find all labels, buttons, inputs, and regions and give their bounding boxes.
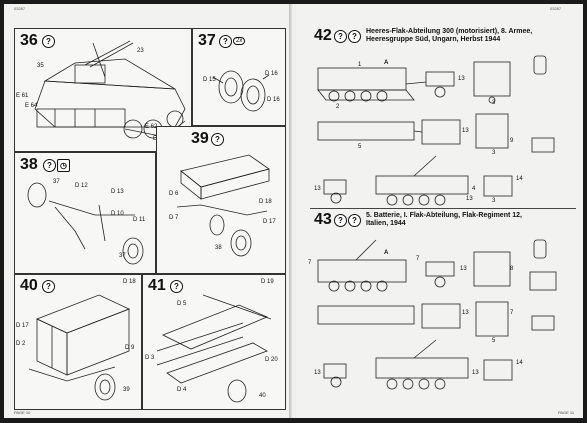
page-number: PAGE 11 — [558, 410, 575, 415]
scheme-caption-line: Italien, 1944 — [366, 220, 406, 227]
paint-icon: ? — [219, 35, 232, 48]
part-label: D 16 — [267, 97, 280, 103]
part-label: E 64 — [25, 103, 38, 109]
step-number: 39 — [191, 130, 209, 147]
paint-icon: ? — [348, 214, 361, 227]
part-label: D 12 — [75, 183, 88, 189]
step-panel-36: 36 ? 23 35 E 61 E 64 E 62 E 63 — [14, 28, 192, 152]
part-label: E 61 — [16, 93, 29, 99]
scheme-caption-line: 5. Batterie, I. Flak-Abteilung, Flak-Reg… — [366, 212, 522, 219]
step-number: 43 — [314, 211, 332, 228]
part-label: D 11 — [133, 217, 146, 223]
step-number: 38 — [20, 156, 38, 173]
step-panel-40: 40 ? D 18 D 17 D 2 D 9 39 — [14, 274, 142, 410]
paint-icon: ? — [348, 30, 361, 43]
decal-letter: A — [384, 60, 389, 66]
part-label: D 17 — [16, 323, 29, 329]
decal-number: 4 — [472, 186, 476, 192]
part-label: D 3 — [145, 355, 155, 361]
part-label: 37 — [119, 253, 126, 259]
decal-number: 9 — [510, 138, 514, 144]
step-panel-38: 38 ? ◷ 37 D 12 D 13 D 10 D 11 37 — [14, 152, 156, 274]
decal-number: 1 — [358, 62, 362, 68]
decal-number: 13 — [458, 76, 465, 82]
paint-icon: ? — [334, 214, 347, 227]
part-label: 23 — [137, 48, 144, 54]
trailer-side-panels-drawing — [156, 294, 272, 403]
decal-number: 3 — [492, 100, 496, 106]
decal-number: 13 — [472, 370, 479, 376]
instruction-page-right: 03287 42 ? ? Heeres-Flak-Abteilung 300 (… — [296, 4, 583, 418]
part-label: D 17 — [263, 219, 276, 225]
part-label: D 15 — [203, 77, 216, 83]
wheel-assembly-drawing — [212, 70, 270, 112]
part-label: D 18 — [123, 279, 136, 285]
part-label: D 5 — [177, 301, 187, 307]
decal-number: 13 — [462, 310, 469, 316]
decal-number: 7 — [416, 256, 420, 262]
step-number: 37 — [198, 32, 216, 49]
scheme-caption-line: Heeres-Flak-Abteilung 300 (motorisiert),… — [366, 28, 533, 35]
part-label: E 62 — [145, 124, 158, 130]
part-label: D 20 — [265, 357, 278, 363]
step-panel-39: 39 ? D 6 D 7 38 D 18 D 17 — [156, 126, 286, 274]
decal-number: 13 — [314, 186, 321, 192]
part-label: D 4 — [177, 387, 187, 393]
part-label: D 16 — [265, 71, 278, 77]
decal-number: 3 — [492, 150, 496, 156]
section-divider — [310, 208, 576, 209]
binding-gutter — [289, 4, 299, 418]
decal-number: 13 — [462, 128, 469, 134]
paint-icon: ? — [42, 35, 55, 48]
paint-icon: ? — [42, 280, 55, 293]
decal-number: 13 — [314, 370, 321, 376]
decal-number: 7 — [308, 260, 312, 266]
step-number: 41 — [148, 277, 166, 294]
paint-icon: ? — [211, 133, 224, 146]
part-label: D 19 — [261, 279, 274, 285]
trailer-bed-drawing — [176, 154, 270, 257]
instruction-page-left: 03287 36 ? 23 35 E 61 E 64 E 62 E 63 37 — [4, 4, 292, 418]
part-label: D 18 — [259, 199, 272, 205]
axle-assembly-drawing — [27, 182, 144, 265]
decal-number: 5 — [492, 338, 496, 344]
trailer-box-drawing — [28, 294, 131, 401]
quantity-badge: 2x — [233, 37, 246, 45]
part-label: D 9 — [125, 345, 135, 351]
clock-icon: ◷ — [57, 159, 70, 172]
decal-number: 14 — [516, 176, 523, 182]
paint-icon: ? — [43, 159, 56, 172]
decal-number: 8 — [510, 266, 514, 272]
decal-number: 13 — [460, 266, 467, 272]
product-code: 03287 — [14, 6, 26, 11]
part-label: 40 — [259, 393, 266, 399]
decal-number: 7 — [510, 310, 514, 316]
paint-icon: ? — [334, 30, 347, 43]
decal-number: 2 — [336, 104, 340, 110]
part-label: D 10 — [111, 211, 124, 217]
decal-letter: A — [384, 250, 389, 256]
scheme-caption-line: Heeresgruppe Süd, Ungarn, Herbst 1944 — [366, 36, 501, 43]
step-number: 42 — [314, 27, 332, 44]
part-label: 35 — [37, 63, 44, 69]
step-panel-37: 37 ? 2x D 16 D 15 D 16 — [192, 28, 286, 126]
step-number: 36 — [20, 32, 38, 49]
part-label: 38 — [215, 245, 222, 251]
product-code: 03287 — [550, 6, 562, 11]
step-panel-41: 41 ? D 19 D 5 D 3 D 20 D 4 40 — [142, 274, 286, 410]
decal-number: 14 — [516, 360, 523, 366]
paint-icon: ? — [170, 280, 183, 293]
part-label: 37 — [53, 179, 60, 185]
decal-number: 13 — [466, 196, 473, 202]
part-label: D 13 — [111, 189, 124, 195]
decal-number: 5 — [358, 144, 362, 150]
part-label: 39 — [123, 387, 130, 393]
step-number: 40 — [20, 277, 38, 294]
markings-drawings — [317, 55, 557, 390]
part-label: D 6 — [169, 191, 179, 197]
page-number: PAGE 10 — [14, 410, 31, 415]
part-label: D 2 — [16, 341, 26, 347]
part-label: D 7 — [169, 215, 179, 221]
decal-number: 3 — [492, 198, 496, 204]
